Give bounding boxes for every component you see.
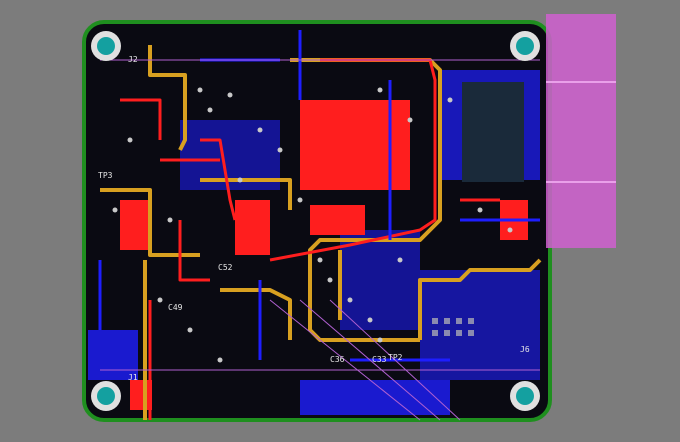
red-pour-4 [310, 205, 365, 235]
designator-tp3: TP3 [98, 171, 113, 180]
designator-tp2: TP2 [388, 353, 403, 362]
red-pour-6 [120, 200, 148, 250]
designator-j6: J6 [520, 345, 530, 354]
blue-pour-lower-right [420, 270, 540, 380]
circle-icon [510, 31, 540, 61]
blue-pour-bottom [300, 380, 450, 415]
circle-icon [91, 31, 121, 61]
vias [112, 87, 513, 363]
designator-j1: J1 [128, 373, 138, 382]
mounting-holes [91, 31, 540, 411]
designator-c52: C52 [218, 263, 233, 272]
connector-body-right [462, 82, 524, 182]
red-pour-1 [300, 100, 360, 190]
silk-lines [100, 59, 540, 421]
circle-icon [91, 381, 121, 411]
magenta-overlay [546, 14, 616, 248]
designator-labels: J2 J1 J6 C52 C49 C36 C33 TP2 TP3 [98, 55, 530, 382]
designator-c49: C49 [168, 303, 183, 312]
blue-pour-mid [340, 230, 420, 330]
red-pour-3 [235, 200, 270, 255]
pad-grid [432, 318, 474, 336]
designator-c36: C36 [330, 355, 345, 364]
designator-c33: C33 [372, 355, 387, 364]
designator-j2: J2 [128, 55, 138, 64]
blue-pour-lower-left [88, 330, 138, 380]
circle-icon [510, 381, 540, 411]
red-pour-2 [360, 100, 410, 190]
